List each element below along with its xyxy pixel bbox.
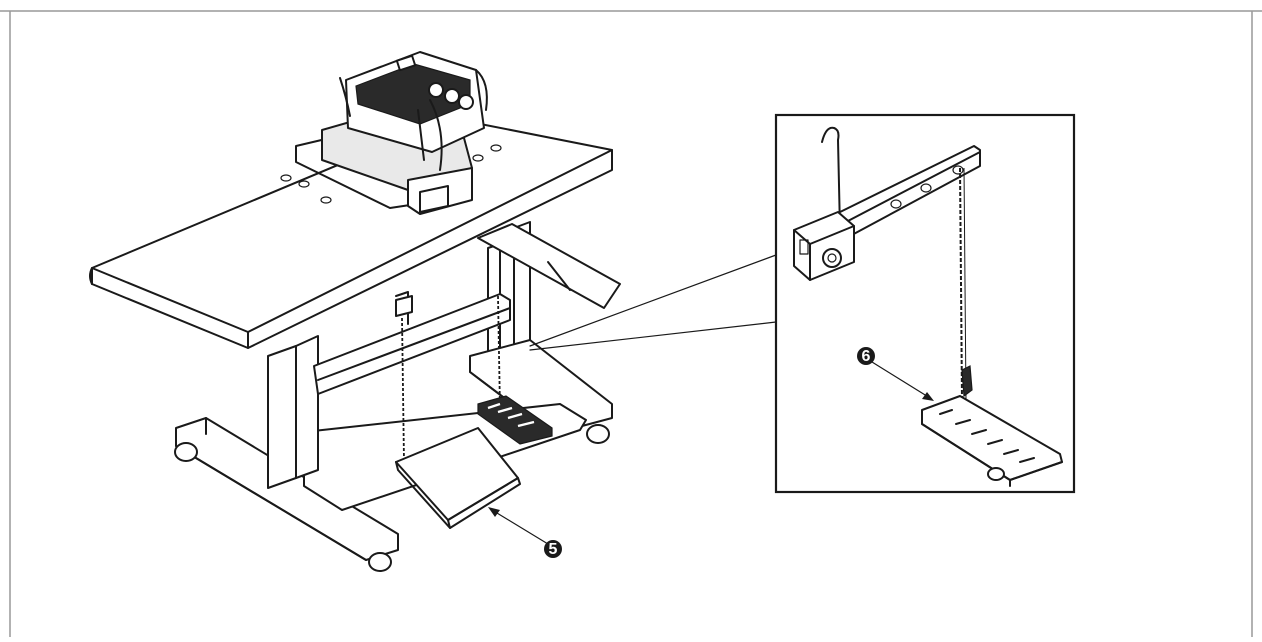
thread-stand-arm: [477, 223, 621, 309]
table-hole: [490, 144, 502, 152]
circled-number-5-icon: [544, 540, 562, 558]
caster-wheel-back-right: [586, 424, 610, 444]
table-hole: [298, 180, 310, 188]
base-rail-left: [174, 417, 399, 572]
callout-label-6: 6: [862, 348, 871, 365]
knee-lifter-pedal: [477, 395, 553, 445]
callout-6: 6: [857, 347, 875, 365]
inset-detail-box: 6: [774, 113, 1076, 494]
callout-label-5: 5: [549, 541, 558, 558]
overlock-sewing-machine: [321, 51, 488, 215]
callout-5: 5: [544, 540, 562, 558]
foot-pedal: [395, 427, 521, 529]
circled-number-6-icon: [857, 347, 875, 365]
callout-arrow-5: [488, 507, 549, 545]
table-hole: [472, 154, 484, 162]
table-leg-front: [267, 335, 319, 489]
inset-connector-lines: [529, 254, 777, 351]
table-hole: [280, 174, 292, 182]
table-hole: [320, 196, 332, 204]
hook: [821, 126, 841, 231]
callout-arrow-6: [871, 361, 934, 401]
caster-wheel-front-left: [174, 442, 198, 462]
inset-foot-pedal: [921, 395, 1063, 487]
inset-pedal-chain: [959, 167, 973, 401]
leg-stretcher: [313, 291, 511, 395]
pedal-chain: [395, 295, 501, 463]
lever-bracket: [793, 211, 855, 281]
page-frame: [0, 10, 1262, 637]
sewing-table: 5: [89, 51, 621, 572]
caster-wheel-front-right: [368, 552, 392, 572]
